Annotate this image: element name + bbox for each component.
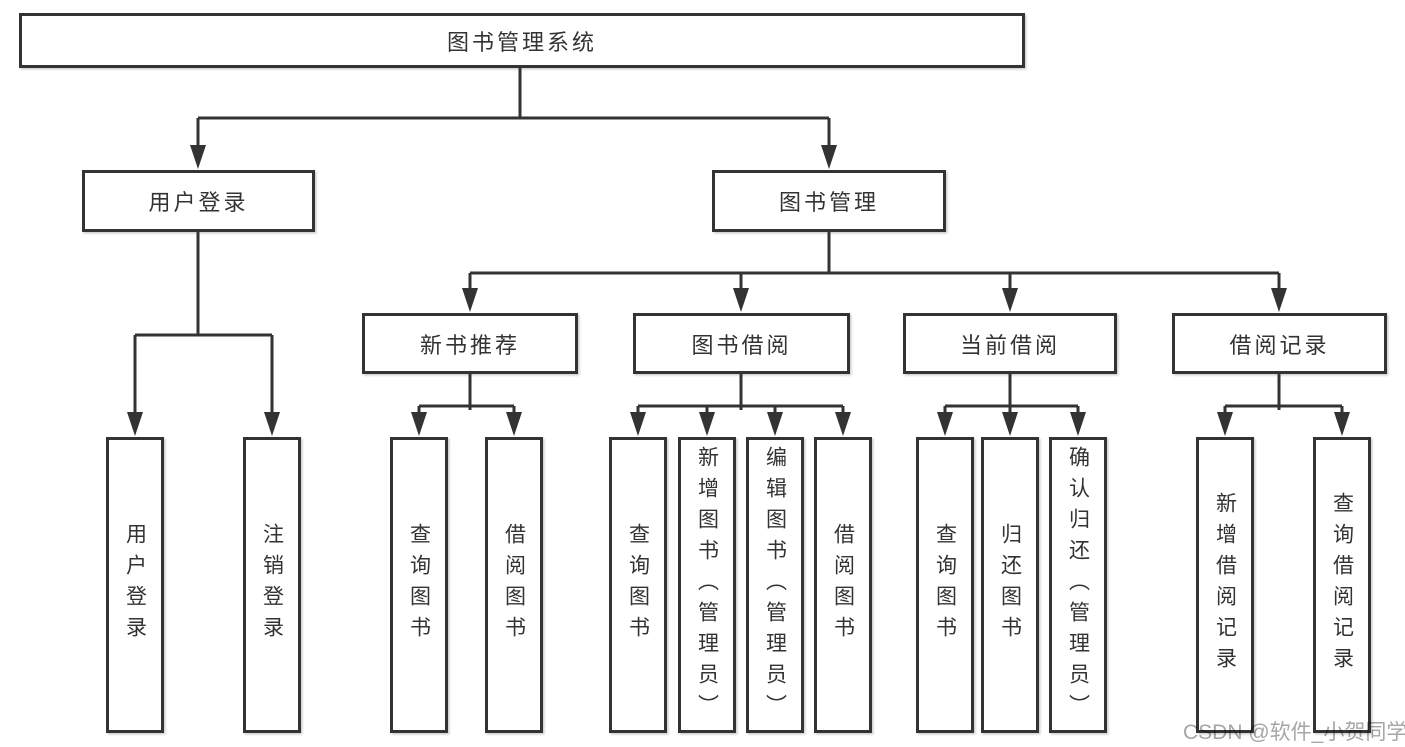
node-book-management: 图书管理 bbox=[712, 170, 946, 232]
leaf-query-books-current-label: 查询图书 bbox=[933, 523, 957, 647]
leaf-return-book: 归还图书 bbox=[981, 437, 1039, 733]
leaf-confirm-return-admin-label: 确认归还（管理员） bbox=[1066, 445, 1090, 725]
leaf-edit-book-admin: 编辑图书（管理员） bbox=[746, 437, 804, 733]
leaf-confirm-return-admin: 确认归还（管理员） bbox=[1049, 437, 1107, 733]
leaf-user-login-label: 用户登录 bbox=[123, 523, 147, 647]
node-book-borrowing: 图书借阅 bbox=[633, 313, 850, 374]
leaf-query-books-borrowing: 查询图书 bbox=[609, 437, 667, 733]
leaf-add-borrow-record: 新增借阅记录 bbox=[1196, 437, 1254, 733]
leaf-borrow-books-recommend: 借阅图书 bbox=[485, 437, 543, 733]
node-new-book-recommend: 新书推荐 bbox=[362, 313, 578, 374]
leaf-add-borrow-record-label: 新增借阅记录 bbox=[1213, 492, 1237, 678]
node-user-login: 用户登录 bbox=[82, 170, 315, 232]
leaf-borrow-books-label: 借阅图书 bbox=[831, 523, 855, 647]
leaf-query-books-borrowing-label: 查询图书 bbox=[626, 523, 650, 647]
leaf-borrow-books-recommend-label: 借阅图书 bbox=[502, 523, 526, 647]
node-borrowing-records: 借阅记录 bbox=[1172, 313, 1387, 374]
leaf-logout: 注销登录 bbox=[243, 437, 301, 733]
leaf-borrow-books: 借阅图书 bbox=[814, 437, 872, 733]
node-library-system: 图书管理系统 bbox=[19, 13, 1025, 68]
leaf-user-login: 用户登录 bbox=[106, 437, 164, 733]
leaf-logout-label: 注销登录 bbox=[260, 523, 284, 647]
watermark: CSDN @软件_小贺同学 bbox=[1183, 721, 1405, 744]
leaf-add-book-admin: 新增图书（管理员） bbox=[678, 437, 736, 733]
leaf-query-books-recommend: 查询图书 bbox=[390, 437, 448, 733]
leaf-query-borrow-record: 查询借阅记录 bbox=[1313, 437, 1371, 733]
leaf-add-book-admin-label: 新增图书（管理员） bbox=[695, 445, 719, 725]
node-current-borrowing: 当前借阅 bbox=[903, 313, 1117, 374]
leaf-edit-book-admin-label: 编辑图书（管理员） bbox=[763, 445, 787, 725]
leaf-query-borrow-record-label: 查询借阅记录 bbox=[1330, 492, 1354, 678]
leaf-return-book-label: 归还图书 bbox=[998, 523, 1022, 647]
leaf-query-books-recommend-label: 查询图书 bbox=[407, 523, 431, 647]
leaf-query-books-current: 查询图书 bbox=[916, 437, 974, 733]
